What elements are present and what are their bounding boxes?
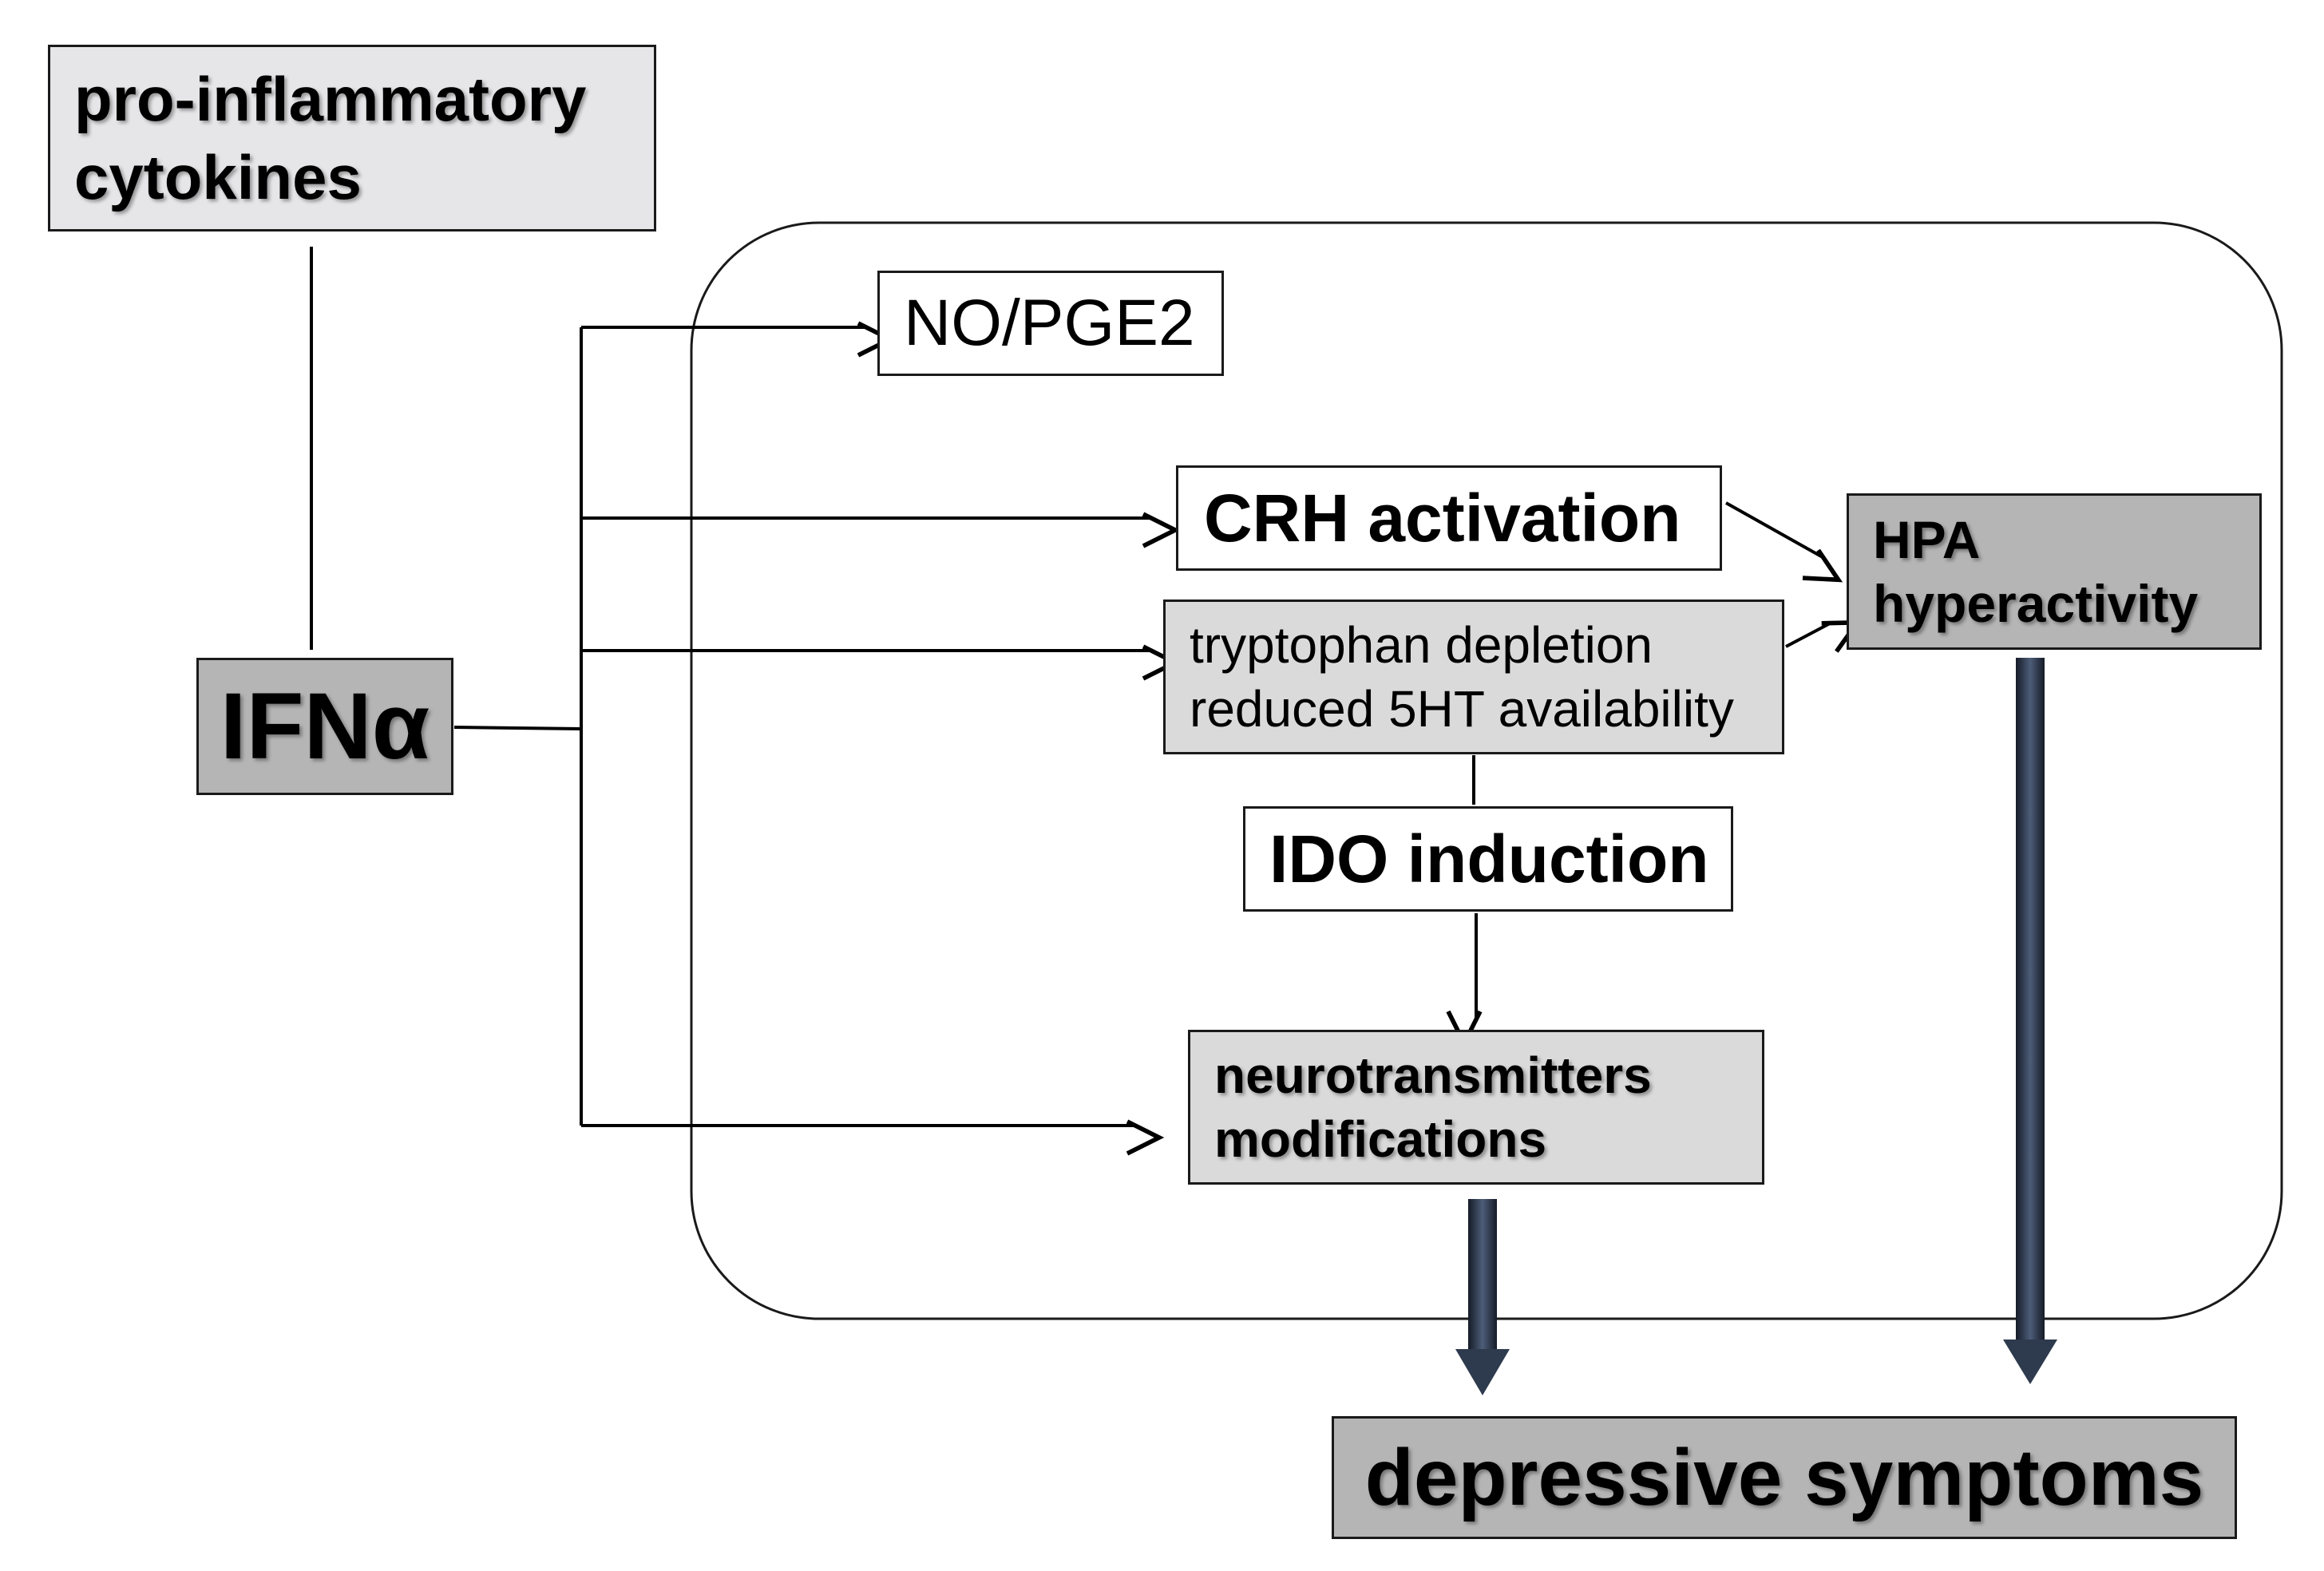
arrow-tryptophan-to-hpa [1785,619,1862,653]
no-pge2-box: NO/PGE2 [877,271,1224,376]
depressive-symptoms-box: depressive symptoms [1332,1416,2237,1539]
tryptophan-line2: reduced 5HT availability [1190,680,1734,738]
block-arrow-neuro-to-depressive [1455,1199,1510,1395]
neuro-line1: neurotransmitters [1214,1047,1652,1104]
neurotransmitters-modifications-box: neurotransmitters modifications [1188,1030,1764,1185]
tryptophan-line1: tryptophan depletion [1190,616,1653,674]
ifn-alpha-box: IFNα [196,658,453,795]
pro-inflammatory-cytokines-box: pro-inflammatory cytokines [48,45,656,231]
hpa-line2: hyperactivity [1873,574,2199,633]
tryptophan-depletion-box: tryptophan depletion reduced 5HT availab… [1163,600,1784,754]
hpa-hyperactivity-box: HPA hyperactivity [1847,493,2262,650]
cytokines-line2: cytokines [74,142,362,212]
cytokines-line1: pro-inflammatory [74,64,587,134]
block-arrow-hpa-to-depressive [2003,658,2057,1384]
ifn-alpha-label: IFNα [220,674,430,779]
hpa-line1: HPA [1873,510,1981,569]
crh-activation-label: CRH activation [1204,480,1681,556]
ido-induction-label: IDO induction [1269,821,1709,896]
arrow-crh-to-hpa [1725,501,1843,583]
no-pge2-label: NO/PGE2 [904,287,1195,359]
ido-induction-box: IDO induction [1243,806,1733,912]
connector-ifn-trunk [453,726,582,730]
depressive-symptoms-label: depressive symptoms [1364,1432,2204,1522]
crh-activation-box: CRH activation [1176,465,1722,571]
neuro-line2: modifications [1214,1110,1547,1168]
